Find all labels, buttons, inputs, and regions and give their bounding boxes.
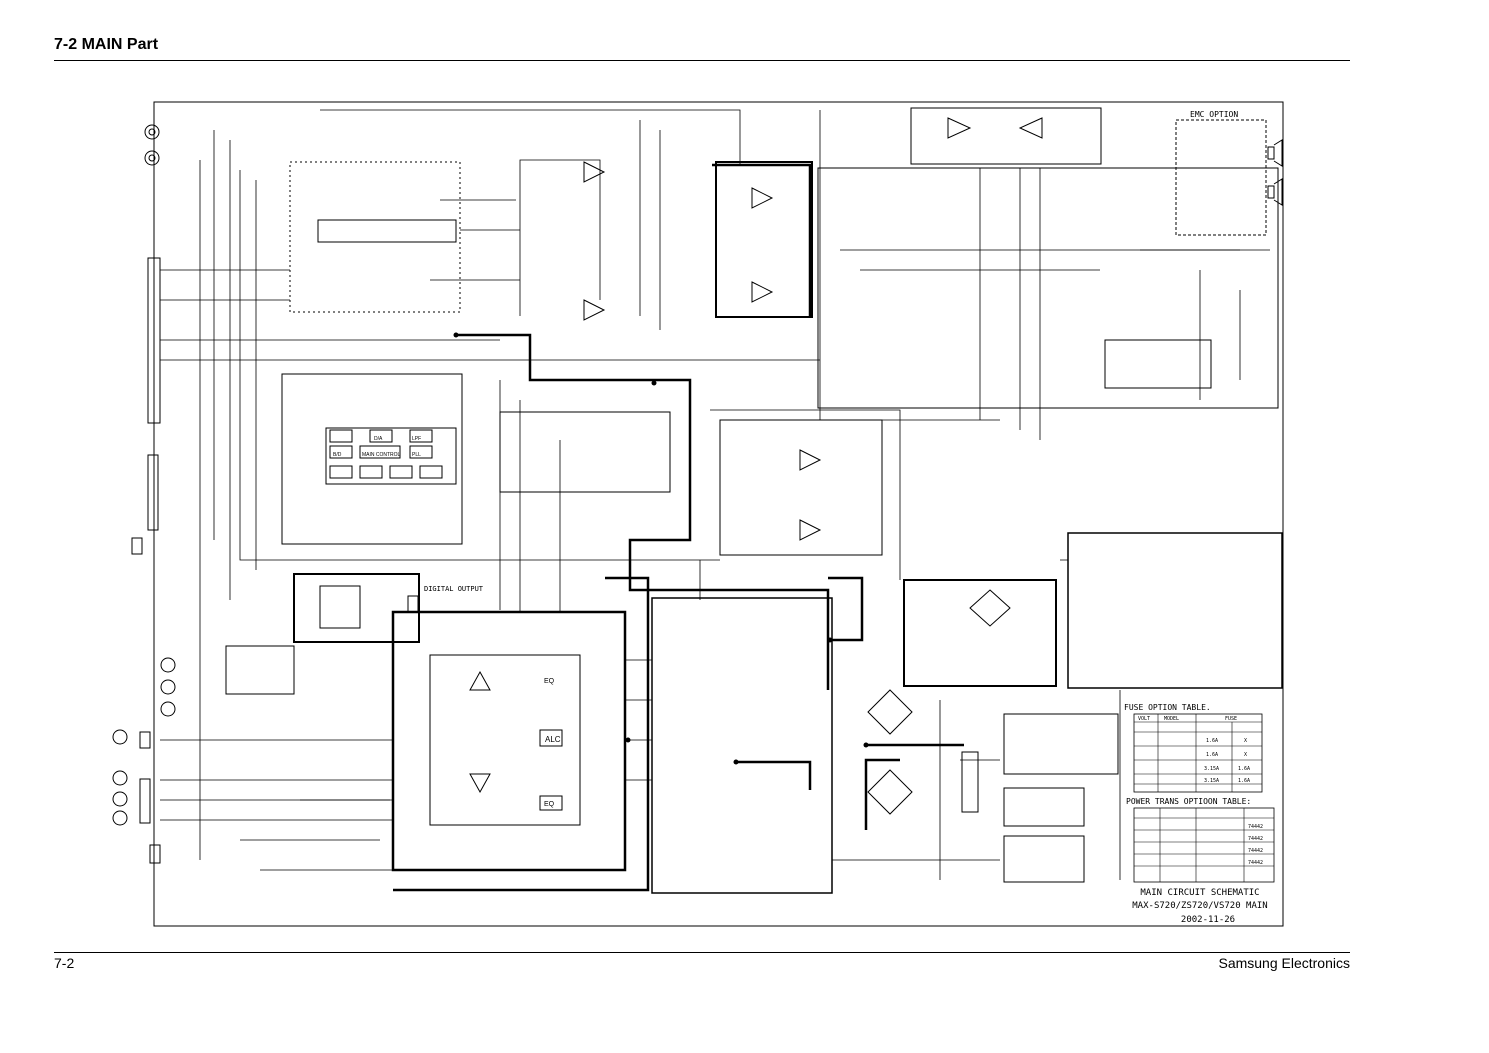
block-label: LPF bbox=[412, 436, 421, 442]
fuse-cell: 3.15A bbox=[1204, 778, 1219, 784]
schematic-caption-date: 2002-11-26 bbox=[1181, 915, 1235, 925]
header-rule bbox=[54, 60, 1350, 61]
fuse-cell: 1.6A bbox=[1238, 766, 1250, 772]
power-cell: 74442 bbox=[1248, 836, 1263, 842]
block-label: MAIN CONTROL bbox=[362, 452, 401, 458]
fuse-cell: 3.15A bbox=[1204, 766, 1219, 772]
main-ic-block bbox=[391, 610, 627, 872]
fuse-cell: X bbox=[1244, 738, 1247, 744]
fuse-header: FUSE bbox=[1225, 716, 1237, 722]
block-label: B/D bbox=[333, 452, 342, 458]
speaker-icon bbox=[1267, 139, 1283, 167]
emc-ic-block bbox=[910, 107, 1102, 165]
footer-rule bbox=[54, 952, 1350, 953]
power-table-title: POWER TRANS OPTIOON TABLE: bbox=[1126, 797, 1251, 806]
company-name: Samsung Electronics bbox=[1218, 955, 1350, 971]
schematic-caption-model: MAX-S720/ZS720/VS720 MAIN bbox=[1132, 901, 1267, 911]
fuse-table-title: FUSE OPTION TABLE. bbox=[1124, 703, 1211, 712]
block-label: D/A bbox=[374, 436, 383, 442]
fuse-cell: X bbox=[1244, 752, 1247, 758]
fuse-header: MODEL bbox=[1164, 716, 1179, 722]
fuse-header: VOLT bbox=[1138, 716, 1150, 722]
alc-label: ALC bbox=[545, 735, 561, 744]
fuse-cell: 1.6A bbox=[1238, 778, 1250, 784]
power-cell: 74442 bbox=[1248, 824, 1263, 830]
page-number: 7-2 bbox=[54, 955, 75, 971]
emc-option-label: EMC OPTION bbox=[1190, 110, 1238, 119]
power-cell: 74442 bbox=[1248, 848, 1263, 854]
mic-option-box bbox=[715, 161, 813, 318]
fuse-option-table: FUSE OPTION TABLE. VOLT MODEL FUSE 1.6A … bbox=[1124, 703, 1263, 793]
speaker-icon bbox=[1267, 178, 1283, 206]
fuse-cell: 1.6A bbox=[1206, 738, 1218, 744]
power-trans-option-table: POWER TRANS OPTIOON TABLE: 74442 74442 7… bbox=[1126, 797, 1275, 883]
standby-supply-box bbox=[903, 579, 1057, 687]
digital-output-box bbox=[293, 573, 420, 643]
eq-label: EQ bbox=[544, 678, 555, 685]
schematic-caption-title: MAIN CIRCUIT SCHEMATIC bbox=[1140, 888, 1259, 898]
emc-option-box bbox=[1175, 119, 1267, 236]
power-cell: 74442 bbox=[1248, 860, 1263, 866]
digital-output-label: DIGITAL OUTPUT bbox=[424, 585, 484, 593]
schematic-frame bbox=[153, 101, 1284, 927]
section-title: 7-2 MAIN Part bbox=[54, 36, 159, 53]
fuse-cell: 1.6A bbox=[1206, 752, 1218, 758]
eq-label: EQ bbox=[544, 801, 555, 808]
block-label: PLL bbox=[412, 452, 421, 458]
